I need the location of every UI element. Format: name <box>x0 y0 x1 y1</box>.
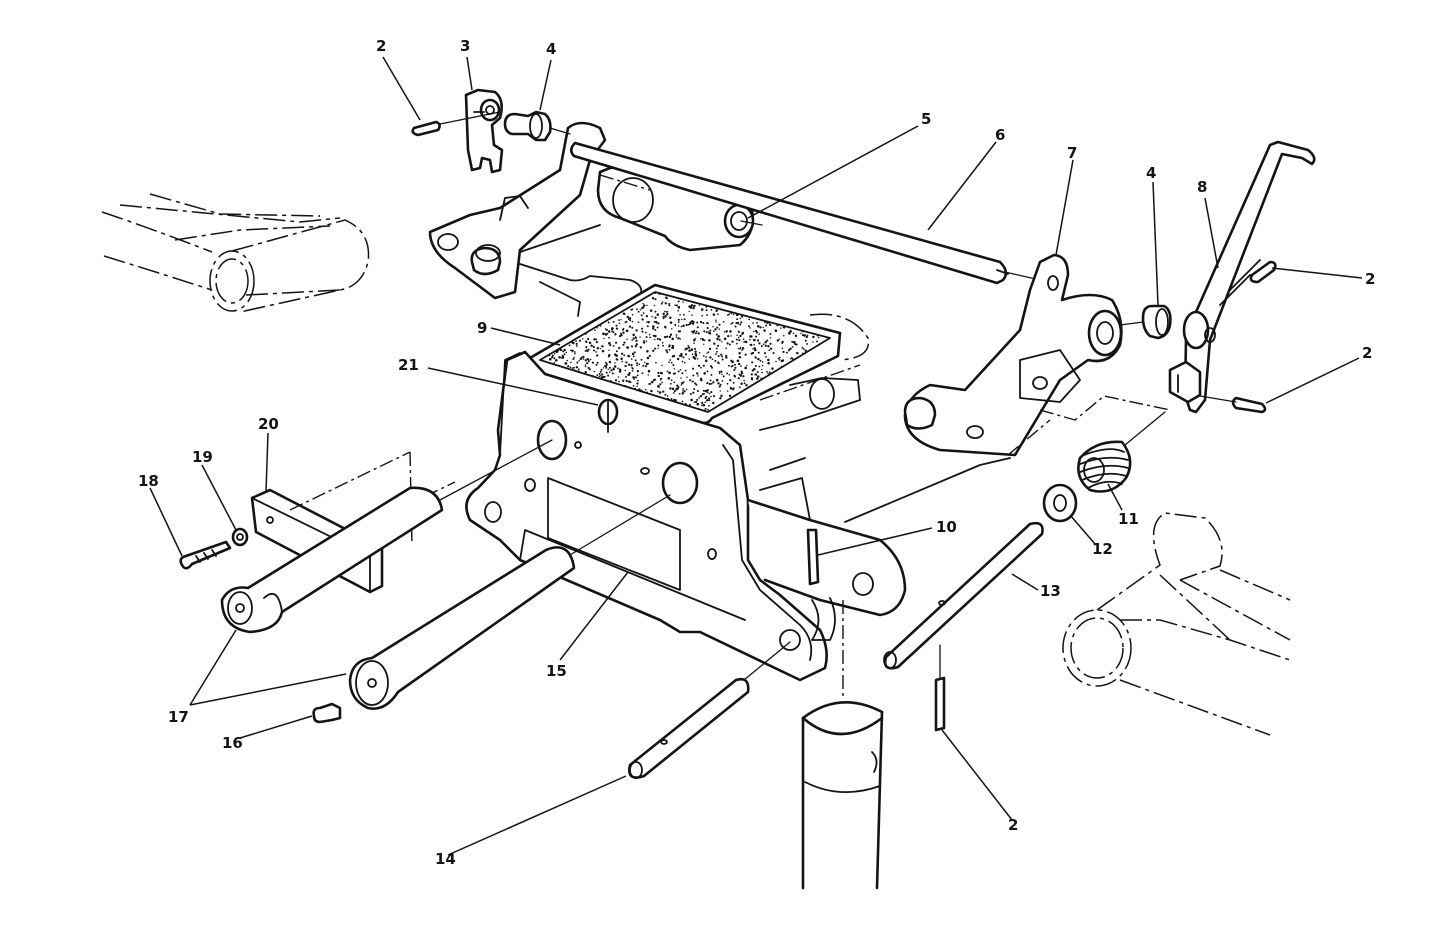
part-17-pin-upper <box>220 439 553 634</box>
pedal-pad <box>528 283 870 425</box>
callout-2-right-lower: 2 <box>1362 344 1372 362</box>
main-frame <box>465 350 1011 682</box>
callout-9: 9 <box>477 319 487 337</box>
pedal-arm-assembly <box>428 121 1123 457</box>
part-12-washer <box>1042 483 1078 523</box>
callout-4-right: 4 <box>1146 164 1156 182</box>
callout-11: 11 <box>1118 510 1139 528</box>
leader-lines <box>149 56 1363 856</box>
callout-5: 5 <box>921 110 931 128</box>
part-11-spring <box>1077 411 1166 493</box>
callout-20: 20 <box>258 415 279 433</box>
part-19-nut <box>231 527 249 547</box>
callout-21: 21 <box>398 356 419 374</box>
part-4-bushing-right <box>1119 304 1172 340</box>
part-2-pin-right-upper <box>1249 260 1277 284</box>
part-2-pin-right-lower <box>1199 395 1267 414</box>
callout-14: 14 <box>435 850 456 868</box>
part-2-pin-bottom <box>934 644 946 732</box>
callout-6: 6 <box>995 126 1005 144</box>
part-3-bracket <box>439 88 504 174</box>
callout-3: 3 <box>460 37 470 55</box>
callout-18: 18 <box>138 472 159 490</box>
part-14-pin <box>628 641 791 779</box>
callout-15: 15 <box>546 662 567 680</box>
centerlines <box>599 174 1171 700</box>
callout-2-top-left: 2 <box>376 37 386 55</box>
callout-8: 8 <box>1197 178 1207 196</box>
part-8-lever <box>1168 140 1316 414</box>
callout-19: 19 <box>192 448 213 466</box>
part-16-grease-fitting <box>312 702 342 724</box>
pedal-pad-texture <box>548 291 820 412</box>
callout-4-left: 4 <box>546 40 556 58</box>
callout-13: 13 <box>1040 582 1061 600</box>
ghost-post <box>801 701 884 890</box>
part-4-bushing-left <box>503 110 571 142</box>
part-17-pin-lower <box>348 494 671 710</box>
part-13-pin <box>883 521 1044 670</box>
callout-labels: 2 3 4 5 6 7 4 8 2 2 9 21 20 19 18 10 11 … <box>138 37 1375 868</box>
part-2-pin-top-left <box>411 120 441 137</box>
callout-10: 10 <box>936 518 957 536</box>
ghost-arm-upper-left <box>101 193 370 313</box>
callout-16: 16 <box>222 734 243 752</box>
callout-2-right-upper: 2 <box>1365 270 1375 288</box>
callout-7: 7 <box>1067 144 1077 162</box>
callout-2-bottom: 2 <box>1008 816 1018 834</box>
part-18-bolt <box>179 540 232 570</box>
callout-17: 17 <box>168 708 189 726</box>
ghost-arm-lower-right <box>1062 512 1291 736</box>
part-10-pin <box>806 528 820 586</box>
callout-12: 12 <box>1092 540 1113 558</box>
